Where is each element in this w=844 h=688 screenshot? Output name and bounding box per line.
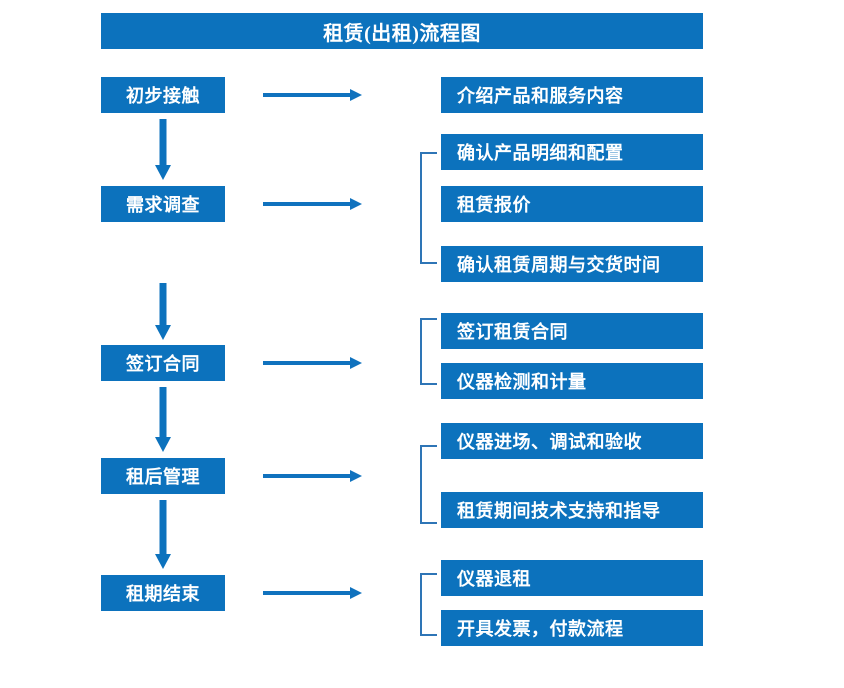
detail-box-9[interactable]: 仪器退租 (441, 560, 703, 596)
arrow-right-icon (263, 469, 363, 483)
detail-box-2[interactable]: 确认产品明细和配置 (441, 134, 703, 170)
brace-arm-top (420, 573, 437, 575)
detail-box-3[interactable]: 租赁报价 (441, 186, 703, 222)
brace-stem (420, 573, 422, 636)
detail-box-5[interactable]: 签订租赁合同 (441, 313, 703, 349)
arrow-right-icon (263, 586, 363, 600)
brace-arm-top (420, 318, 437, 320)
stage-box-5[interactable]: 租期结束 (101, 575, 225, 611)
left-brace-icon (420, 445, 437, 524)
arrow-right-icon (263, 197, 363, 211)
diagram-title: 租赁(出租)流程图 (101, 13, 703, 49)
detail-box-10[interactable]: 开具发票，付款流程 (441, 610, 703, 646)
arrow-right-icon (263, 88, 363, 102)
arrow-down-icon (154, 387, 172, 453)
stage-box-1[interactable]: 初步接触 (101, 77, 225, 113)
stage-box-2[interactable]: 需求调查 (101, 186, 225, 222)
detail-box-7[interactable]: 仪器进场、调试和验收 (441, 423, 703, 459)
brace-arm-top (420, 445, 437, 447)
arrow-right-icon (263, 356, 363, 370)
left-brace-icon (420, 152, 437, 264)
brace-stem (420, 152, 422, 264)
brace-arm-bottom (420, 634, 437, 636)
detail-box-4[interactable]: 确认租赁周期与交货时间 (441, 246, 703, 282)
left-brace-icon (420, 573, 437, 636)
arrow-down-icon (154, 283, 172, 341)
brace-stem (420, 318, 422, 385)
brace-arm-bottom (420, 262, 437, 264)
brace-arm-top (420, 152, 437, 154)
detail-box-8[interactable]: 租赁期间技术支持和指导 (441, 492, 703, 528)
brace-arm-bottom (420, 383, 437, 385)
brace-stem (420, 445, 422, 524)
arrow-down-icon (154, 500, 172, 570)
stage-box-3[interactable]: 签订合同 (101, 345, 225, 381)
brace-arm-bottom (420, 522, 437, 524)
stage-box-4[interactable]: 租后管理 (101, 458, 225, 494)
detail-box-1[interactable]: 介绍产品和服务内容 (441, 77, 703, 113)
detail-box-6[interactable]: 仪器检测和计量 (441, 363, 703, 399)
left-brace-icon (420, 318, 437, 385)
arrow-down-icon (154, 119, 172, 181)
